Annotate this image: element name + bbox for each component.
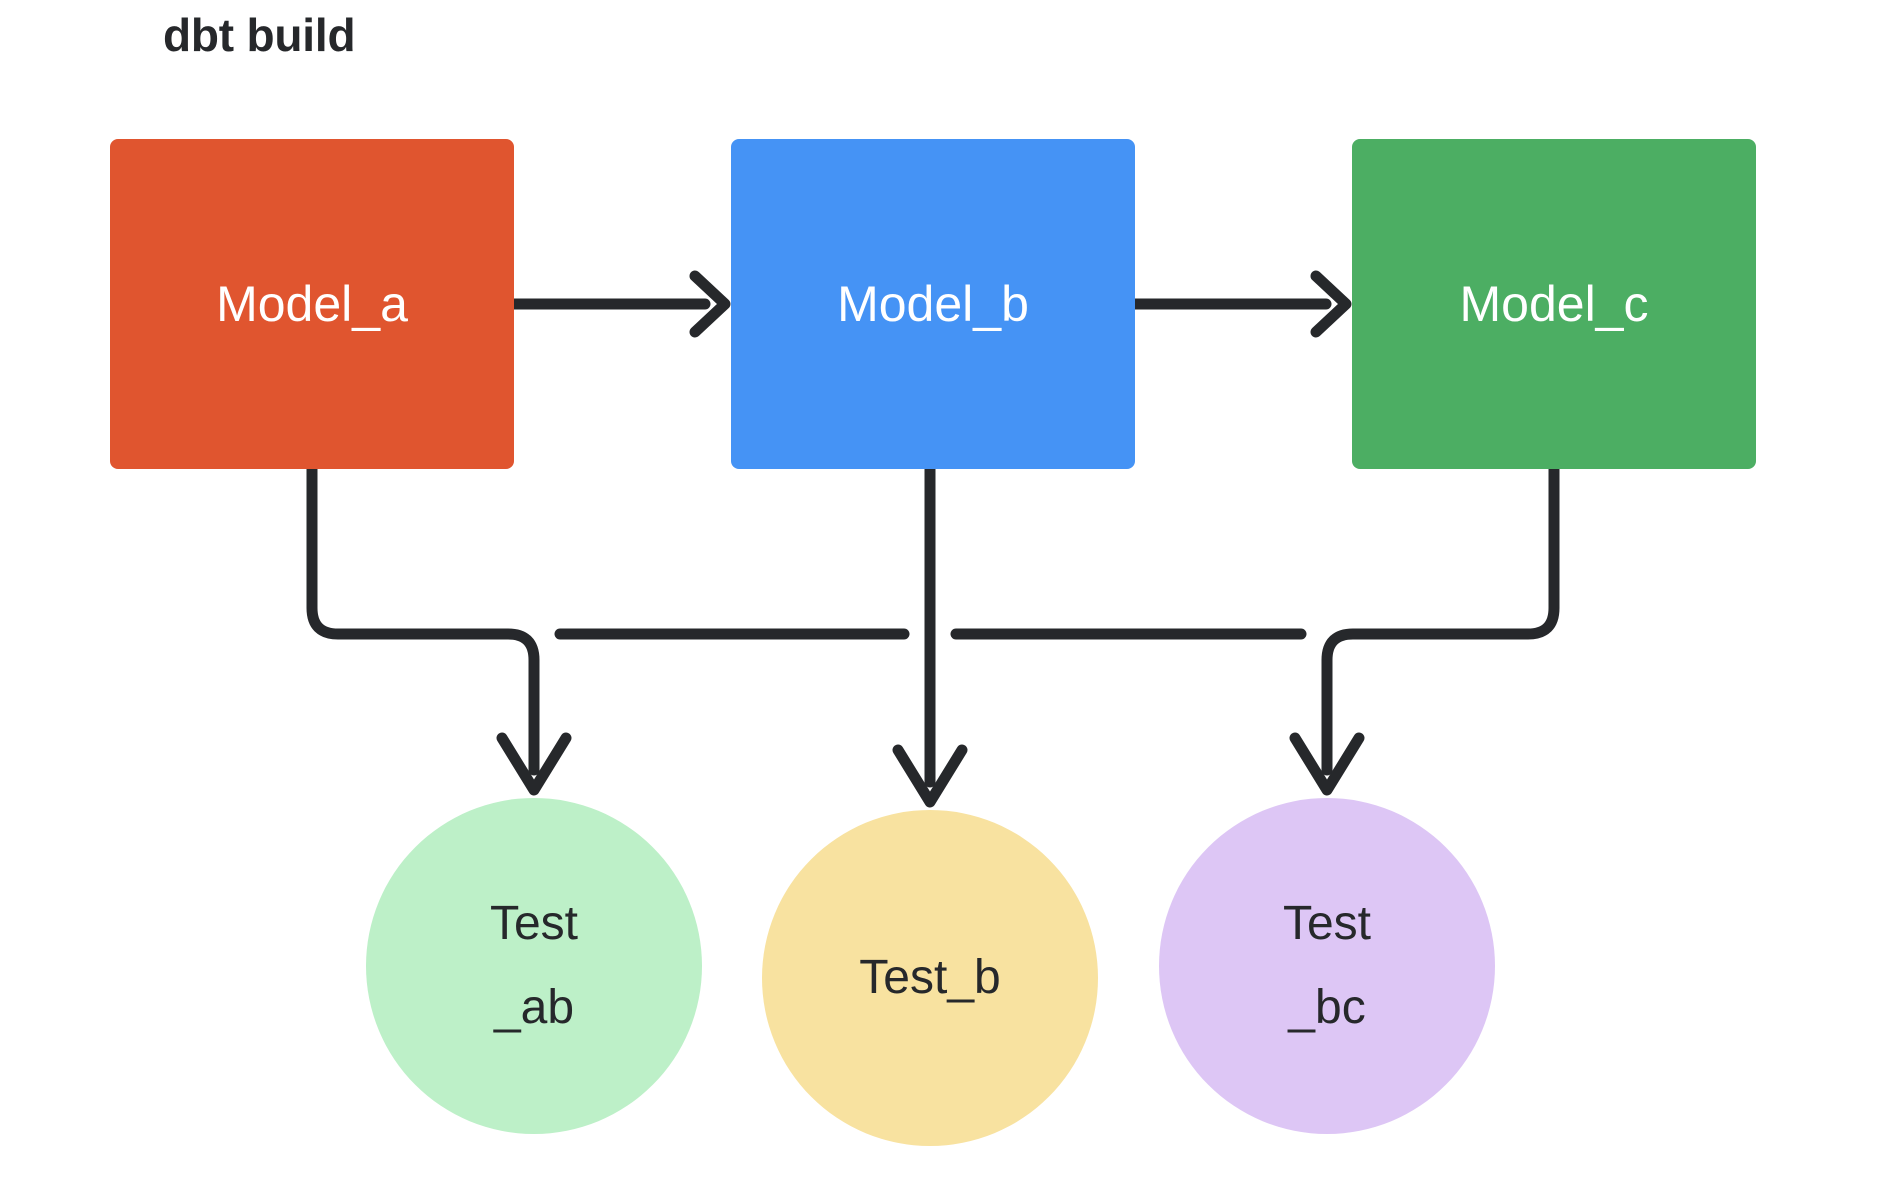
arrowhead-icon (689, 270, 731, 338)
edge-model_a-to-model_b (508, 270, 731, 338)
arrowhead-icon (1289, 732, 1365, 796)
node-model-b-label: Model_b (837, 276, 1029, 332)
arrowhead-icon (1310, 270, 1352, 338)
node-test-bc-label: Test _bc (1282, 897, 1372, 1034)
edge-model_b-to-model_c (1129, 270, 1352, 338)
node-test-bc[interactable]: Test _bc (1159, 798, 1495, 1134)
edge-model_b-to-test_b (892, 463, 968, 808)
node-test-b-label: Test_b (859, 951, 1001, 1004)
node-model-c[interactable]: Model_c (1352, 139, 1756, 469)
arrowhead-icon (892, 744, 968, 808)
node-model-b[interactable]: Model_b (731, 139, 1135, 469)
page-title: dbt build (163, 9, 356, 61)
node-test-ab[interactable]: Test _ab (366, 798, 702, 1134)
node-test-b[interactable]: Test_b (762, 810, 1098, 1146)
edge-model_a-to-test_ab (306, 463, 572, 796)
node-model-c-label: Model_c (1459, 276, 1649, 332)
node-model-a-label: Model_a (216, 276, 408, 332)
edge-model_c-to-test_bc (1289, 463, 1560, 796)
arrowhead-icon (496, 732, 572, 796)
node-test-ab-label: Test _ab (489, 897, 579, 1034)
node-model-a[interactable]: Model_a (110, 139, 514, 469)
